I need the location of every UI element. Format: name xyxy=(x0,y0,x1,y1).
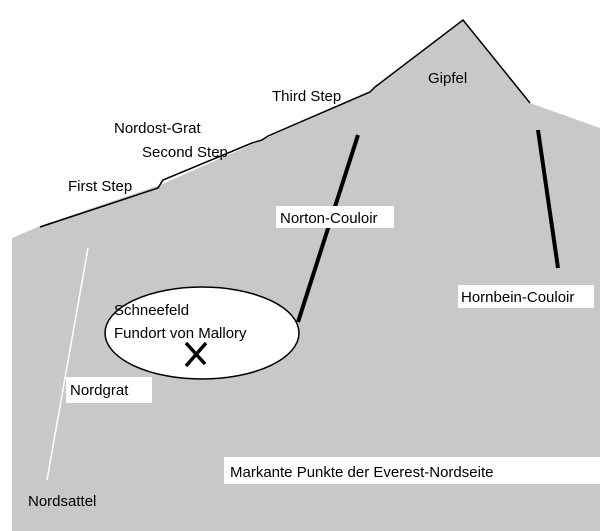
hornbein-couloir-label-bg xyxy=(458,285,594,308)
caption-label-bg xyxy=(224,457,600,484)
mountain-silhouette xyxy=(12,20,600,531)
nordgrat-label-bg xyxy=(66,377,152,403)
hornbein-couloir-line xyxy=(536,129,560,269)
norton-couloir-label: Norton-Couloir xyxy=(280,210,378,227)
schneefeld-ellipse xyxy=(104,286,300,380)
norton-couloir-line xyxy=(296,134,360,323)
second-step-label: Second Step xyxy=(142,144,228,161)
third-step-label: Third Step xyxy=(272,88,341,105)
nordgrat-line xyxy=(46,247,89,481)
nordost-grat-label: Nordost-Grat xyxy=(114,120,202,137)
x-mark-icon xyxy=(184,341,208,368)
nordsattel-label: Nordsattel xyxy=(28,493,96,510)
gipfel-label: Gipfel xyxy=(428,70,467,87)
fundort-label: Fundort von Mallory xyxy=(114,325,247,342)
nordgrat-label: Nordgrat xyxy=(70,382,129,399)
caption: Markante Punkte der Everest-Nordseite xyxy=(230,464,493,481)
norton-couloir-label-bg xyxy=(276,206,394,228)
hornbein-couloir-label: Hornbein-Couloir xyxy=(461,289,574,306)
schneefeld-label: Schneefeld xyxy=(114,302,189,319)
first-step-label: First Step xyxy=(68,178,132,195)
ridge-line xyxy=(39,18,531,228)
